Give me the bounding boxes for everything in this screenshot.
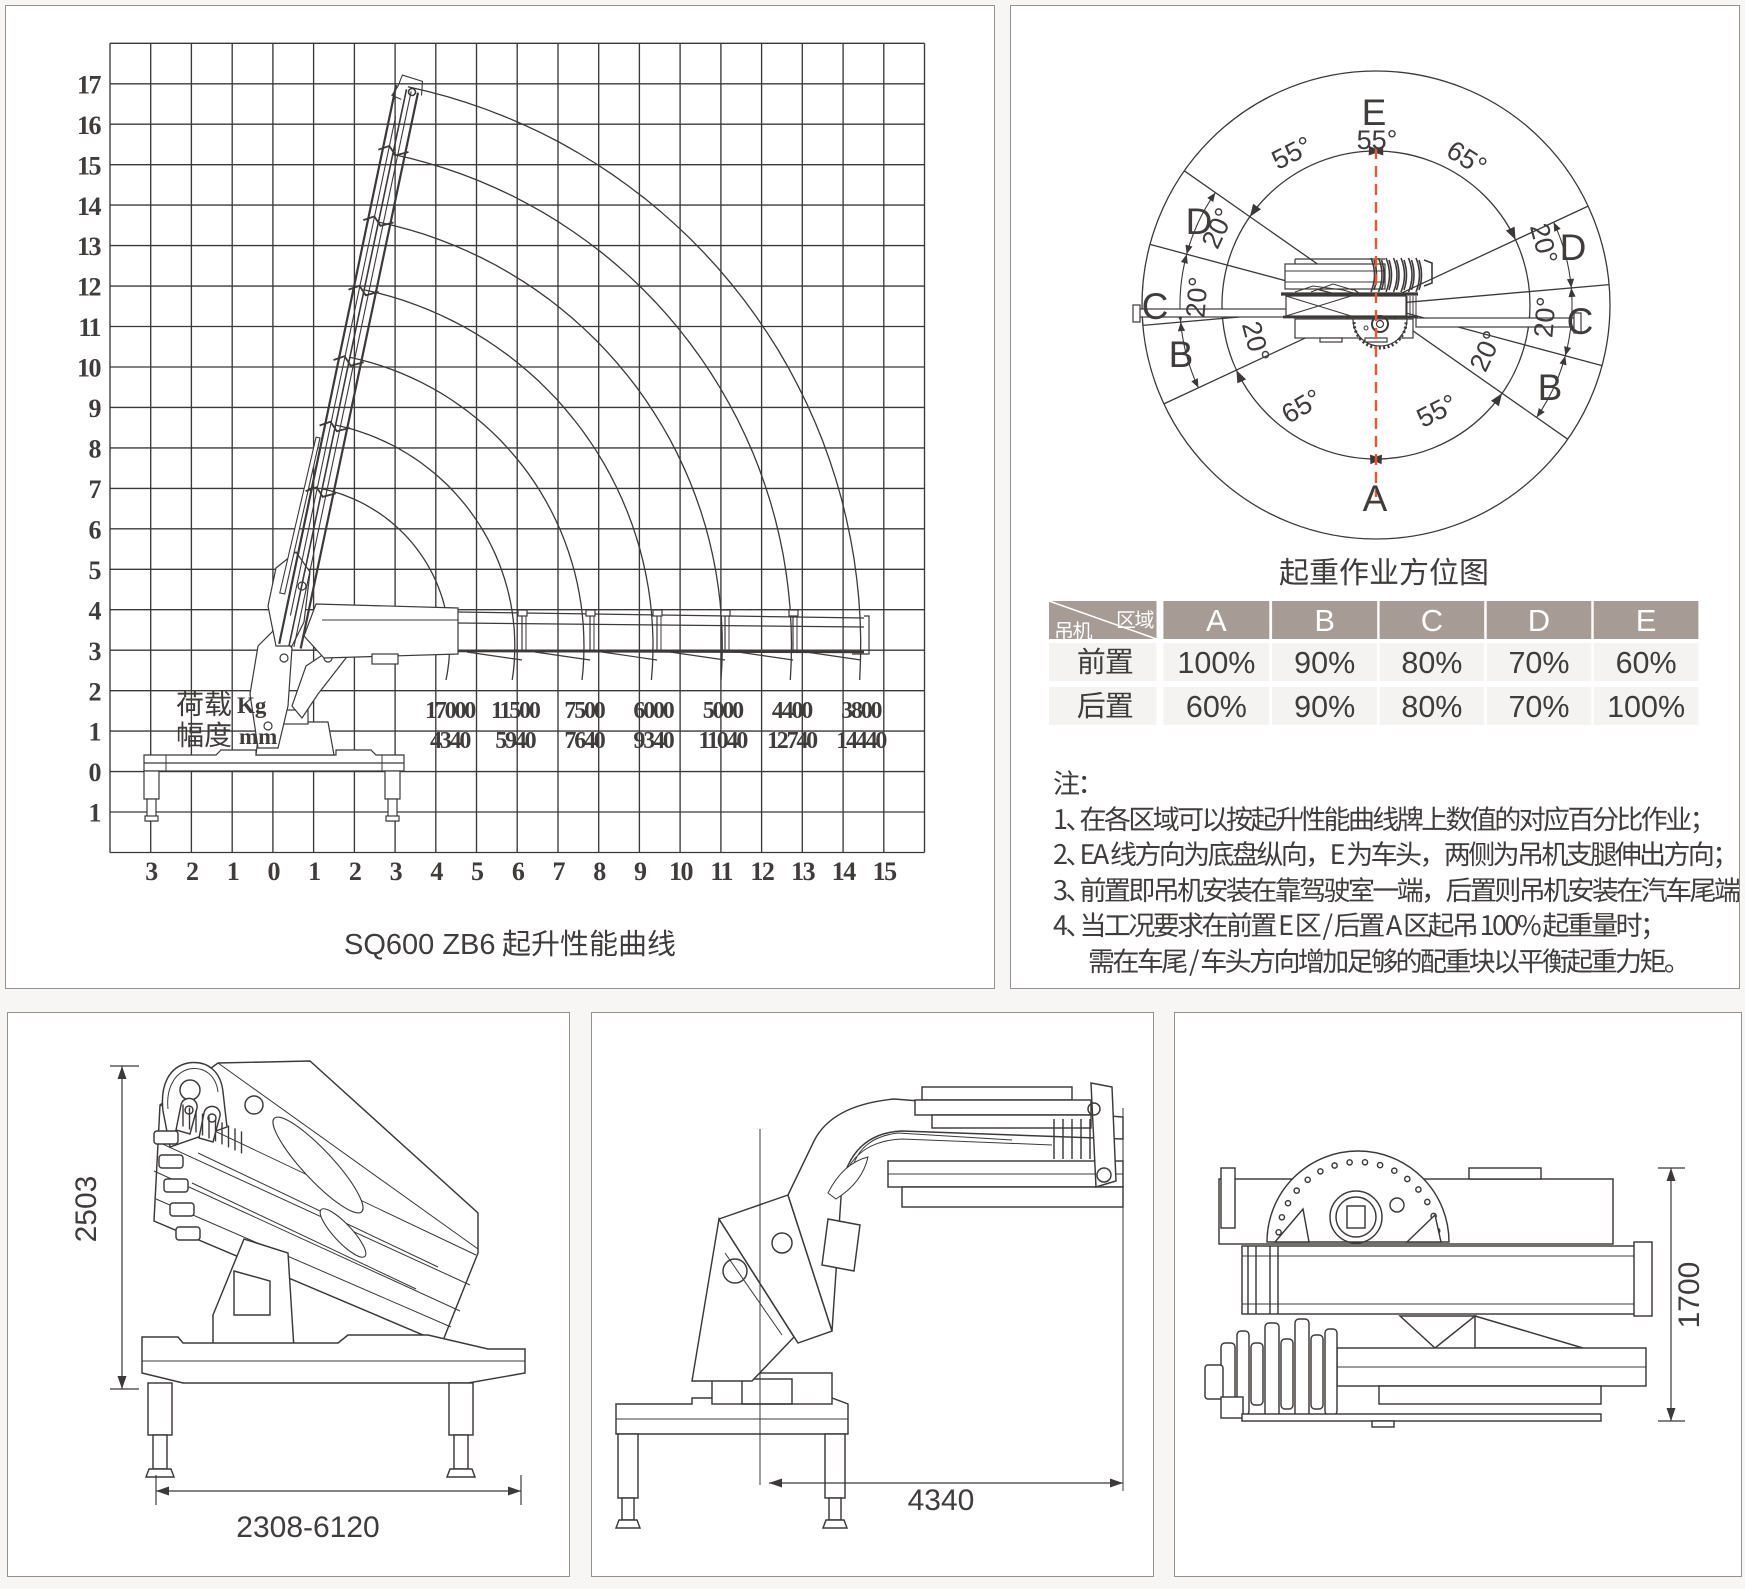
- svg-text:7: 7: [553, 857, 566, 886]
- svg-text:90%: 90%: [1294, 646, 1355, 680]
- svg-text:4340: 4340: [430, 728, 471, 754]
- svg-text:D: D: [1560, 227, 1587, 268]
- svg-text:3: 3: [89, 637, 102, 666]
- svg-text:16: 16: [77, 111, 102, 140]
- svg-text:8: 8: [89, 435, 102, 464]
- svg-text:10: 10: [669, 857, 694, 886]
- svg-text:20°: 20°: [1464, 326, 1508, 376]
- svg-text:15: 15: [873, 857, 898, 886]
- svg-text:9340: 9340: [633, 728, 674, 754]
- svg-text:14: 14: [77, 192, 102, 221]
- svg-text:5: 5: [471, 857, 484, 886]
- svg-text:2503: 2503: [70, 1176, 103, 1243]
- svg-text:80%: 80%: [1401, 646, 1462, 680]
- svg-text:0: 0: [89, 758, 102, 787]
- svg-text:5: 5: [89, 556, 102, 585]
- svg-text:1: 1: [308, 857, 320, 886]
- svg-text:17: 17: [77, 70, 102, 99]
- svg-text:5000: 5000: [703, 698, 744, 724]
- svg-text:20°: 20°: [1180, 276, 1213, 319]
- svg-text:55°: 55°: [1412, 388, 1462, 433]
- svg-text:2: 2: [89, 677, 101, 706]
- svg-text:13: 13: [77, 232, 102, 261]
- svg-text:5940: 5940: [495, 728, 536, 754]
- svg-text:4340: 4340: [908, 1484, 975, 1517]
- svg-text:65°: 65°: [1276, 383, 1326, 429]
- svg-text:13: 13: [791, 857, 816, 886]
- svg-text:65°: 65°: [1442, 135, 1493, 182]
- svg-text:1: 1: [227, 857, 239, 886]
- svg-text:D: D: [1528, 603, 1550, 638]
- svg-text:6: 6: [89, 515, 102, 544]
- svg-text:14: 14: [832, 857, 857, 886]
- svg-text:4: 4: [89, 596, 102, 625]
- svg-text:B: B: [1314, 603, 1335, 638]
- svg-text:C: C: [1567, 301, 1594, 342]
- svg-text:SQ600 ZB6: SQ600 ZB6: [344, 929, 496, 961]
- svg-text:C: C: [1142, 286, 1169, 327]
- svg-text:11040: 11040: [698, 728, 748, 754]
- svg-text:20°: 20°: [1236, 318, 1276, 365]
- svg-text:2: 2: [349, 857, 361, 886]
- svg-text:10: 10: [77, 354, 102, 383]
- svg-text:100%: 100%: [1607, 690, 1685, 724]
- svg-text:90%: 90%: [1294, 690, 1355, 724]
- svg-text:12740: 12740: [767, 728, 818, 754]
- svg-text:60%: 60%: [1616, 646, 1677, 680]
- svg-text:6: 6: [512, 857, 525, 886]
- svg-text:0: 0: [267, 857, 280, 886]
- svg-text:4400: 4400: [772, 698, 813, 724]
- svg-text:7640: 7640: [564, 728, 605, 754]
- svg-text:55°: 55°: [1267, 130, 1317, 175]
- svg-text:3: 3: [145, 857, 158, 886]
- svg-text:2308-6120: 2308-6120: [236, 1511, 379, 1544]
- svg-text:12: 12: [750, 857, 774, 886]
- svg-text:12: 12: [77, 273, 101, 302]
- svg-text:B: B: [1538, 367, 1563, 408]
- svg-text:11: 11: [78, 313, 100, 342]
- svg-text:1: 1: [89, 799, 101, 828]
- svg-text:1700: 1700: [1673, 1262, 1706, 1329]
- svg-text:7: 7: [89, 475, 102, 504]
- svg-text:11: 11: [710, 857, 732, 886]
- svg-text:14440: 14440: [836, 728, 887, 754]
- svg-text:8: 8: [593, 857, 606, 886]
- svg-text:100%: 100%: [1177, 646, 1255, 680]
- svg-text:Kg: Kg: [237, 693, 267, 718]
- svg-text:A: A: [1206, 603, 1227, 638]
- svg-text:2: 2: [186, 857, 198, 886]
- svg-text:70%: 70%: [1508, 646, 1569, 680]
- svg-text:17000: 17000: [425, 698, 476, 724]
- svg-text:9: 9: [89, 394, 102, 423]
- svg-text:E: E: [1636, 603, 1657, 638]
- svg-text:4: 4: [430, 857, 443, 886]
- svg-text:E: E: [1362, 92, 1387, 133]
- svg-text:15: 15: [77, 151, 102, 180]
- svg-text:11500: 11500: [491, 698, 541, 724]
- svg-text:70%: 70%: [1508, 690, 1569, 724]
- svg-text:60%: 60%: [1186, 690, 1247, 724]
- svg-text:9: 9: [634, 857, 647, 886]
- svg-text:80%: 80%: [1401, 690, 1462, 724]
- svg-text:B: B: [1169, 334, 1194, 375]
- svg-text:3800: 3800: [841, 698, 882, 724]
- svg-text:A: A: [1363, 478, 1388, 519]
- svg-text:7500: 7500: [564, 698, 605, 724]
- svg-text:1: 1: [89, 718, 101, 747]
- svg-text:C: C: [1421, 603, 1443, 638]
- svg-text:D: D: [1186, 201, 1213, 242]
- svg-text:6000: 6000: [633, 698, 674, 724]
- svg-text:3: 3: [390, 857, 403, 886]
- svg-text:mm: mm: [239, 724, 277, 749]
- svg-text:20°: 20°: [1528, 296, 1561, 339]
- svg-text:55°: 55°: [1357, 125, 1398, 155]
